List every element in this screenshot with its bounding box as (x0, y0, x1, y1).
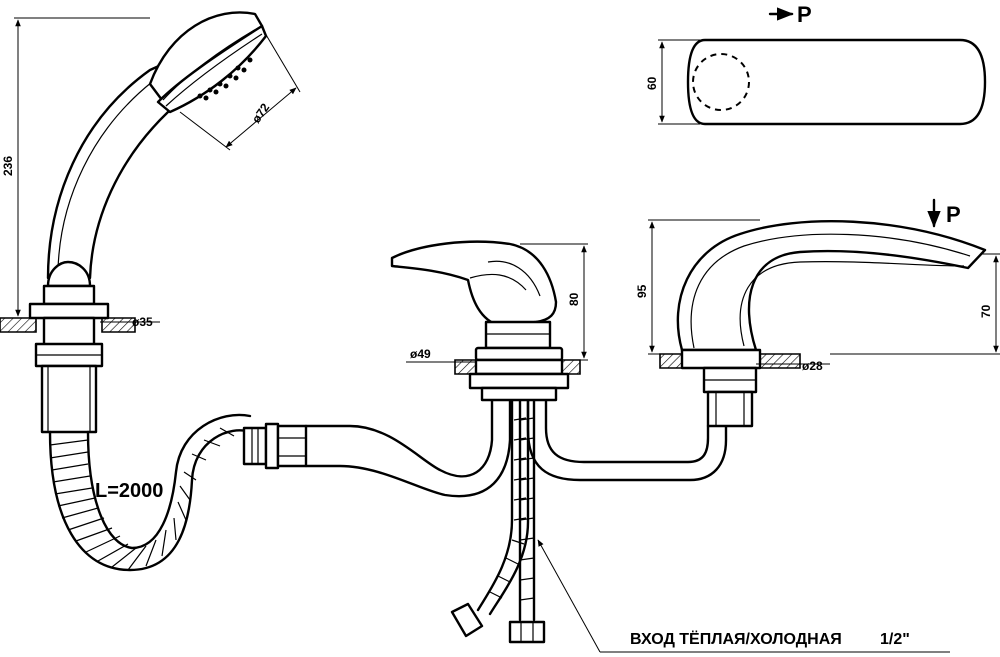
shower-hose: L=2000 (48, 413, 308, 572)
spout-total-height-label: 95 (635, 284, 649, 298)
top-view: 60 P (645, 2, 987, 126)
pipework: ВХОД ТЁПЛАЯ/ХОЛОДНАЯ 1/2" (304, 398, 950, 653)
supply-nut-right (508, 620, 546, 644)
spout: ø28 95 70 P (635, 198, 1000, 428)
mixer-lever (390, 240, 558, 328)
shower-head-diameter-label: ø72 (249, 100, 273, 125)
top-view-width-label: 60 (645, 76, 659, 90)
spout-base-diameter-label: ø28 (802, 359, 823, 373)
top-view-outline (686, 38, 987, 126)
inlet-size-label: 1/2" (880, 631, 910, 648)
spout-deck (659, 353, 683, 369)
shower-head-dimension-line (225, 87, 297, 148)
mixer-height-label: 80 (567, 292, 581, 306)
shower-base-diameter-label: ø35 (132, 315, 153, 329)
mixer: 80 ø49 (390, 240, 588, 402)
spout-body (676, 220, 987, 352)
shower-head (148, 11, 268, 114)
inlet-label: ВХОД ТЁПЛАЯ/ХОЛОДНАЯ (630, 630, 842, 648)
inlet-leader (537, 539, 601, 653)
shower-height-label: 236 (1, 156, 15, 176)
hose-length-label: L=2000 (95, 480, 163, 502)
view-marker-top: P (797, 2, 812, 27)
supply-nut-left (450, 602, 484, 638)
top-view-hidden-circle (692, 53, 750, 111)
mixer-base-diameter-label: ø49 (410, 347, 431, 361)
hand-shower: ø72 ø35 236 (0, 11, 301, 434)
shower-deck (0, 317, 37, 333)
spout-outlet-height-label: 70 (979, 304, 993, 318)
view-marker-spout: P (946, 202, 961, 227)
